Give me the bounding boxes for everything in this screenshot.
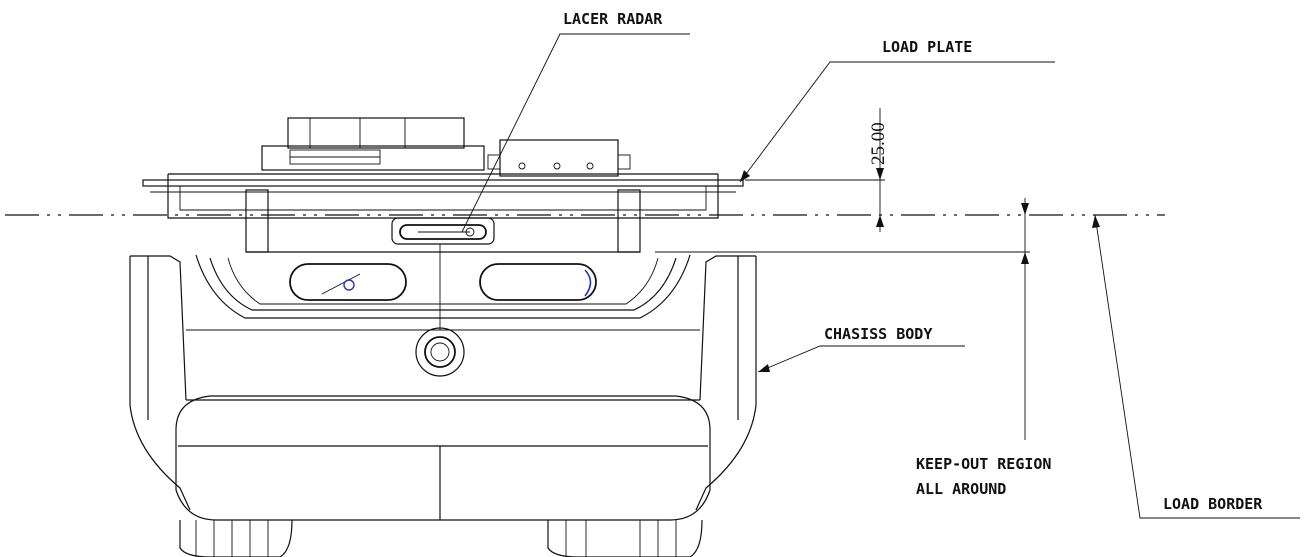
label-lacer-radar: LACER RADAR: [563, 10, 663, 28]
bumper-shape: [175, 395, 711, 521]
lacer-radar-shape: [391, 217, 495, 330]
support-posts: [245, 189, 641, 253]
leader-lines: [461, 33, 1300, 519]
connector-box: [487, 139, 631, 177]
load-plate-shape: [142, 173, 744, 219]
front-sensor-icon: [415, 327, 465, 377]
label-load-border: LOAD BORDER: [1163, 495, 1263, 513]
top-mounted-box: [261, 117, 485, 171]
chassis-body-shape: [129, 251, 757, 511]
wheel-right: [547, 519, 703, 557]
blue-marker-icon: [343, 279, 355, 291]
dimension-value: 25.00: [868, 122, 889, 165]
wheel-left: [179, 519, 293, 557]
label-keep-out-line1: KEEP-OUT REGION: [916, 455, 1051, 473]
label-load-plate: LOAD PLATE: [882, 38, 972, 56]
dimension-25: [745, 108, 885, 232]
label-keep-out-line2: ALL AROUND: [916, 480, 1006, 498]
label-chasiss-body: CHASISS BODY: [824, 325, 932, 343]
keep-out-dimension: [655, 198, 1030, 440]
